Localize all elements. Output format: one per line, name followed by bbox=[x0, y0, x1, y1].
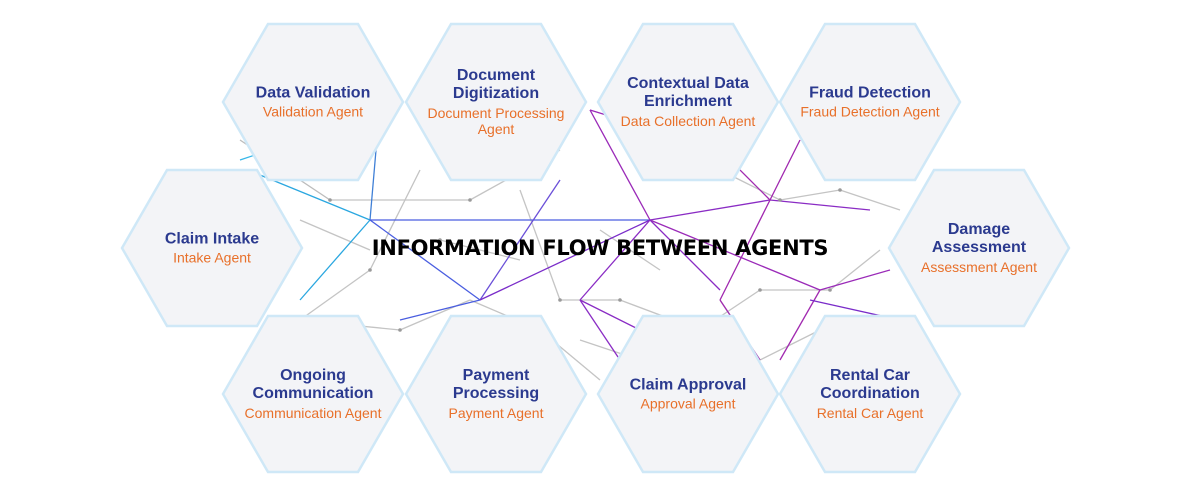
network-line bbox=[519, 189, 561, 301]
node-contextual-data-enrichment: Contextual Data Enrichment Data Collecti… bbox=[613, 75, 763, 129]
network-line bbox=[299, 219, 371, 301]
hexagon-damage-assessment bbox=[887, 168, 1071, 328]
network-line bbox=[369, 219, 481, 301]
network-line bbox=[819, 269, 891, 291]
network-point bbox=[828, 288, 832, 292]
network-line bbox=[719, 199, 771, 301]
network-line bbox=[579, 219, 651, 301]
node-title: Rental Car Coordination bbox=[820, 367, 920, 403]
node-claim-approval: Claim Approval Approval Agent bbox=[613, 376, 763, 411]
node-agent: Assessment Agent bbox=[921, 258, 1037, 275]
diagram-title: INFORMATION FLOW BETWEEN AGENTS bbox=[371, 236, 829, 260]
network-line bbox=[779, 289, 821, 361]
network-line bbox=[589, 109, 651, 221]
node-payment-processing: Payment Processing Payment Agent bbox=[421, 367, 571, 421]
network-line bbox=[369, 149, 377, 221]
network-line bbox=[399, 299, 481, 321]
network-point bbox=[758, 288, 762, 292]
hexagon-shapes bbox=[120, 22, 1071, 474]
network-point bbox=[778, 198, 782, 202]
network-line bbox=[299, 219, 371, 251]
network-line bbox=[479, 219, 651, 301]
node-claim-intake: Claim Intake Intake Agent bbox=[137, 230, 287, 265]
hexagon-claim-intake bbox=[120, 168, 304, 328]
node-title: Payment Processing bbox=[452, 367, 540, 403]
node-agent: Payment Agent bbox=[448, 404, 544, 421]
network-line bbox=[259, 174, 371, 221]
node-agent: Data Collection Agent bbox=[620, 112, 756, 129]
hexagon-claim-approval bbox=[596, 314, 780, 474]
network-line bbox=[479, 179, 561, 301]
network-point bbox=[558, 298, 562, 302]
node-title: Contextual Data Enrichment bbox=[627, 75, 749, 111]
network-line bbox=[579, 299, 641, 331]
node-title: Claim Approval bbox=[629, 376, 747, 394]
node-title: Ongoing Communication bbox=[252, 367, 374, 403]
node-title: Document Digitization bbox=[452, 67, 540, 103]
network-line bbox=[839, 189, 901, 211]
network-line bbox=[769, 139, 801, 201]
node-agent: Fraud Detection Agent bbox=[800, 103, 940, 120]
network-point bbox=[368, 268, 372, 272]
node-document-digitization: Document Digitization Document Processin… bbox=[421, 67, 571, 137]
network-line bbox=[759, 329, 821, 361]
hexagon-rental-car-coordination bbox=[778, 314, 962, 474]
network-line bbox=[829, 249, 881, 291]
network-line bbox=[439, 239, 521, 261]
node-title: Fraud Detection bbox=[809, 84, 931, 102]
node-title: Damage Assessment bbox=[931, 221, 1027, 257]
node-agent: Validation Agent bbox=[262, 103, 364, 120]
node-damage-assessment: Damage Assessment Assessment Agent bbox=[904, 221, 1054, 275]
network-line bbox=[299, 269, 371, 321]
node-data-validation: Data Validation Validation Agent bbox=[238, 84, 388, 119]
node-agent: Rental Car Agent bbox=[816, 404, 924, 421]
node-agent: Intake Agent bbox=[173, 249, 251, 266]
hexagon-document-digitization bbox=[404, 22, 588, 182]
node-fraud-detection: Fraud Detection Fraud Detection Agent bbox=[795, 84, 945, 119]
hexagon-data-validation bbox=[221, 22, 405, 182]
node-agent: Approval Agent bbox=[640, 395, 736, 412]
node-rental-car-coordination: Rental Car Coordination Rental Car Agent bbox=[795, 367, 945, 421]
node-agent: Document Processing Agent bbox=[427, 104, 565, 137]
network-point bbox=[618, 298, 622, 302]
network-point bbox=[438, 238, 442, 242]
network-line bbox=[649, 219, 721, 291]
node-title: Claim Intake bbox=[164, 230, 260, 248]
hexagon-fraud-detection bbox=[778, 22, 962, 182]
network-point bbox=[838, 188, 842, 192]
network-line bbox=[599, 229, 661, 271]
node-ongoing-communication: Ongoing Communication Communication Agen… bbox=[238, 367, 388, 421]
hexagon-ongoing-communication bbox=[221, 314, 405, 474]
hexagon-payment-processing bbox=[404, 314, 588, 474]
node-title: Data Validation bbox=[255, 84, 371, 102]
node-agent: Communication Agent bbox=[244, 404, 382, 421]
network-point bbox=[328, 198, 332, 202]
network-line bbox=[579, 299, 621, 361]
network-point bbox=[398, 328, 402, 332]
network-line bbox=[649, 199, 771, 221]
network-point bbox=[468, 198, 472, 202]
network-line bbox=[649, 219, 821, 291]
network-line bbox=[769, 199, 871, 211]
hexagon-contextual-data-enrichment bbox=[596, 22, 780, 182]
network-points bbox=[328, 188, 842, 362]
network-line bbox=[779, 189, 841, 201]
